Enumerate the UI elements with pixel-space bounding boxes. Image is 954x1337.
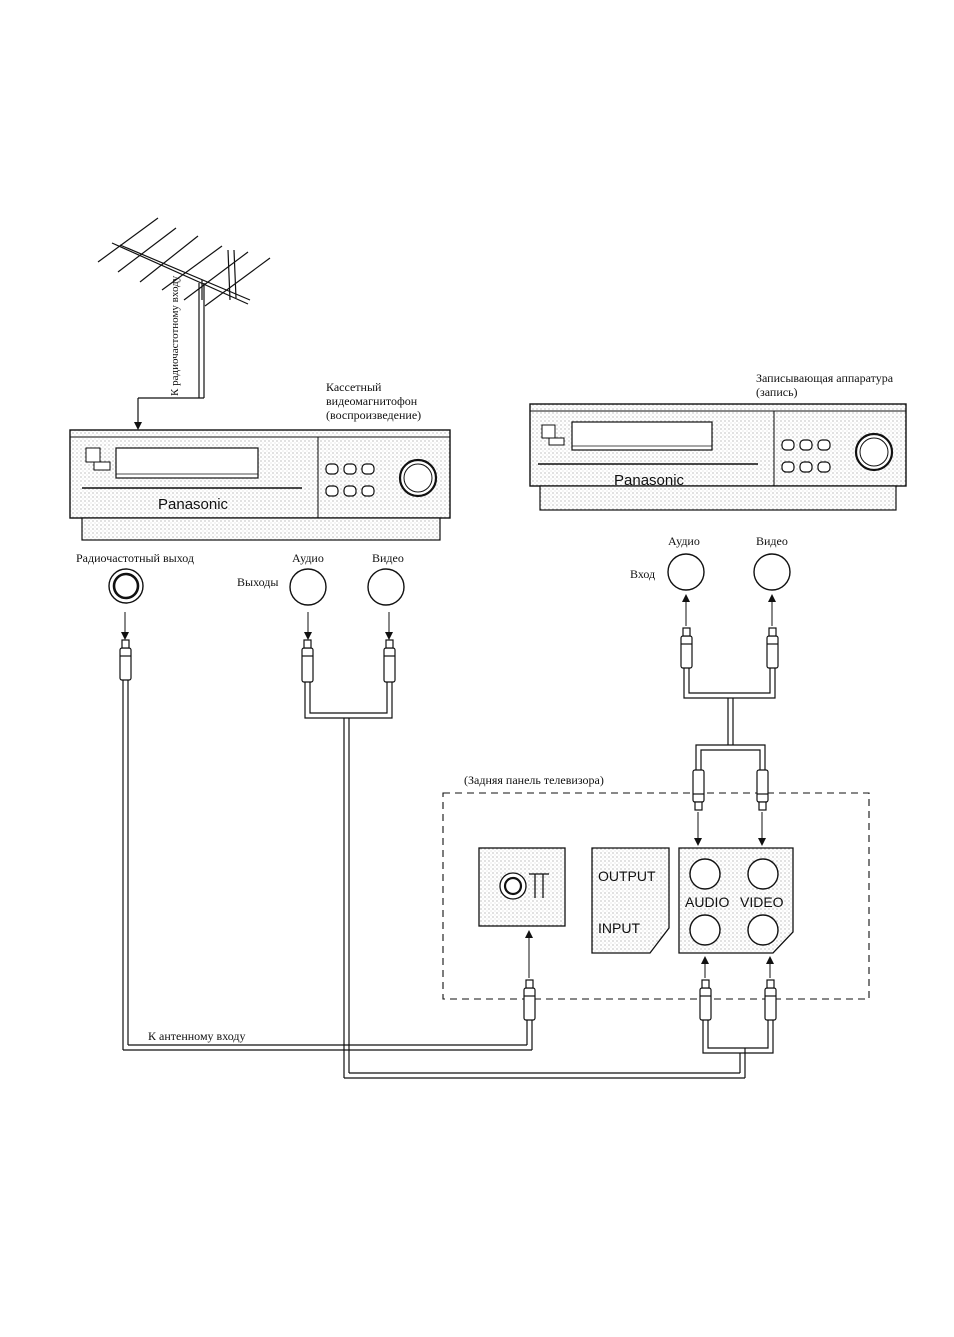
recorder-audio-input-jack: [668, 554, 704, 590]
vcr-playback-brand: Panasonic: [158, 496, 229, 513]
rf-output-label: Радиочастотный выход: [76, 551, 194, 565]
tv-back-panel-label: (Задняя панель телевизора): [464, 773, 604, 787]
plug-audio-tv-out: [693, 770, 704, 810]
tv-video-out-jack: [748, 859, 778, 889]
recorder-title-2: (запись): [756, 385, 798, 399]
tv-video-label: VIDEO: [740, 894, 784, 910]
plug-audio-recorder: [681, 628, 692, 668]
rf-output-jack: [109, 569, 143, 603]
vcr-playback-display: [116, 448, 258, 478]
tv-audio-out-jack: [690, 859, 720, 889]
vcr-playback-jog-dial: [400, 460, 436, 496]
av-cable-tv-to-recorder: [684, 668, 775, 770]
tv-output-label: OUTPUT: [598, 868, 656, 884]
plug-rf-vcr: [120, 640, 131, 680]
antenna-rf-input-label: К радиочастотному входу: [169, 275, 181, 396]
audio-output-label: Аудио: [292, 551, 324, 565]
video-output-jack: [368, 569, 404, 605]
vcr-playback: Panasonic: [70, 430, 450, 540]
plug-video-vcr: [384, 640, 395, 682]
recorder-jog-dial: [856, 434, 892, 470]
recorder: Panasonic: [530, 404, 906, 510]
outputs-label: Выходы: [237, 575, 278, 589]
tv-output-input-switch: OUTPUT INPUT: [592, 848, 669, 953]
antenna: [98, 218, 270, 428]
to-antenna-input-label: К антенному входу: [148, 1029, 246, 1043]
audio-input-label: Аудио: [668, 534, 700, 548]
vcr-playback-title-3: (воспроизведение): [326, 408, 421, 422]
plug-video-recorder: [767, 628, 778, 668]
recorder-title-1: Записывающая аппаратура: [756, 371, 894, 385]
recorder-brand: Panasonic: [614, 472, 685, 489]
plug-video-tv-out: [757, 770, 768, 810]
vcr-playback-power-icon: [86, 448, 100, 462]
tv-audio-in-jack: [690, 915, 720, 945]
plug-audio-vcr: [302, 640, 313, 682]
tv-antenna-input: [479, 848, 565, 926]
vcr-playback-title-1: Кассетный: [326, 380, 382, 394]
recorder-power-icon: [542, 425, 555, 438]
tv-video-in-jack: [748, 915, 778, 945]
tv-av-jacks: AUDIO VIDEO: [679, 848, 793, 953]
plug-rf-tv: [524, 980, 535, 1020]
plug-video-tv-in: [765, 980, 776, 1020]
recorder-video-input-jack: [754, 554, 790, 590]
tv-audio-label: AUDIO: [685, 894, 729, 910]
tv-input-label: INPUT: [598, 920, 640, 936]
plug-audio-tv-in: [700, 980, 711, 1020]
audio-output-jack: [290, 569, 326, 605]
video-output-label: Видео: [372, 551, 404, 565]
vcr-playback-title-2: видеомагнитофон: [326, 394, 418, 408]
video-input-label: Видео: [756, 534, 788, 548]
rf-cable: [123, 680, 532, 1050]
input-label: Вход: [630, 567, 655, 581]
